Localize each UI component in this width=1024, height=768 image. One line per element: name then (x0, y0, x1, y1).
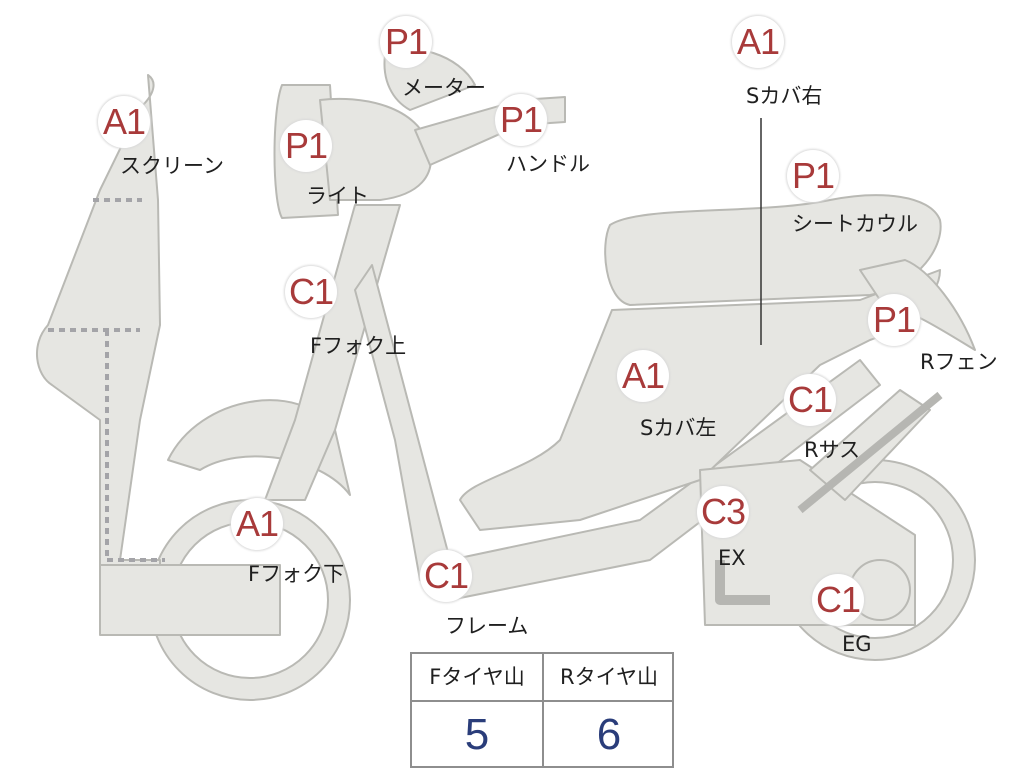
meter-grade-badge: P1 (380, 16, 432, 68)
seat (604, 194, 942, 306)
seat-cowl-grade-badge: P1 (787, 150, 839, 202)
rfender-part-label: Rフェン (920, 350, 998, 374)
ffork-low-grade-badge: A1 (231, 498, 283, 550)
rear-tire-tread-header: Rタイヤ山 (560, 665, 658, 689)
frame-tube (354, 264, 881, 601)
handle-part-label: ハンドル (506, 152, 590, 176)
seat-cowl-part-label: シートカウル (792, 212, 918, 236)
ffork-up-part-label: Fフォク上 (310, 334, 407, 358)
screen-part-label: スクリーン (120, 154, 224, 178)
screen-grade-badge: A1 (98, 96, 150, 148)
handle-grade-badge: P1 (495, 94, 547, 146)
floor-panel (99, 564, 281, 636)
frame-part-label: フレーム (445, 614, 529, 638)
scover-l-grade-badge: A1 (617, 350, 669, 402)
front-tire-tread-value: 5 (464, 710, 490, 759)
ex-grade-badge: C3 (697, 486, 749, 538)
rear-tire-tread-value: 6 (596, 710, 622, 759)
scover-r-part-label: Sカバ右 (746, 84, 823, 108)
table-divider-vertical (542, 654, 544, 766)
ffork-up-grade-badge: C1 (285, 266, 337, 318)
frame-grade-badge: C1 (420, 550, 472, 602)
meter-part-label: メーター (402, 76, 486, 100)
light-part-label: ライト (306, 184, 369, 208)
rsus-part-label: Rサス (804, 438, 861, 462)
eg-part-label: EG (842, 632, 872, 656)
ffork-low-part-label: Fフォク下 (248, 562, 345, 586)
front-tire-tread-header: Fタイヤ山 (429, 665, 525, 689)
rfender-grade-badge: P1 (868, 294, 920, 346)
scover-r-grade-badge: A1 (732, 16, 784, 68)
exhaust-pipe (715, 560, 770, 605)
light-grade-badge: P1 (280, 120, 332, 172)
tire-tread-table: Fタイヤ山 Rタイヤ山 5 6 (410, 652, 674, 768)
ex-part-label: EX (718, 546, 746, 570)
eg-grade-badge: C1 (812, 574, 864, 626)
rsus-grade-badge: C1 (784, 374, 836, 426)
scover-l-part-label: Sカバ左 (640, 416, 717, 440)
